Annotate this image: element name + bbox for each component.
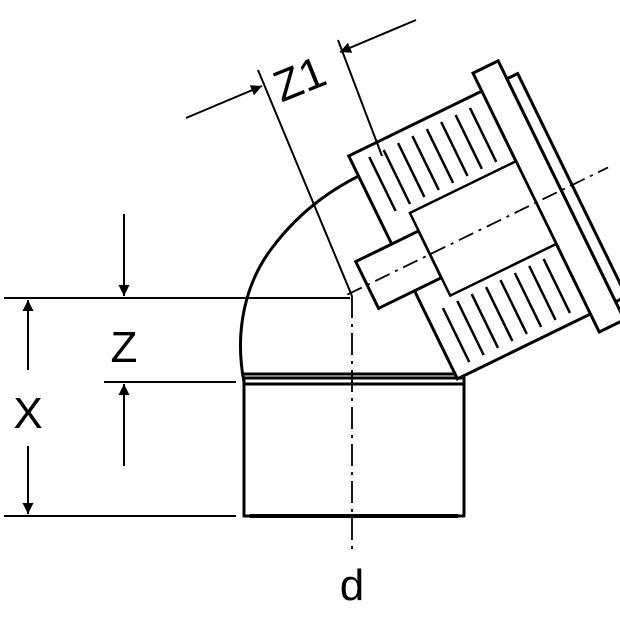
label-x: X (13, 389, 42, 438)
spigot-end (242, 372, 466, 518)
label-z1: Z1 (267, 47, 333, 112)
reference-lines (4, 297, 350, 517)
z1-arrow-right (339, 19, 417, 53)
angled-socket (346, 58, 620, 381)
z1-extension-right (337, 39, 383, 157)
spigot-body (242, 376, 466, 518)
socket-ribs-lower (441, 258, 572, 363)
socket-center-line (346, 166, 609, 296)
z1-arrow-left (185, 85, 263, 119)
label-z: Z (111, 323, 138, 372)
label-d: d (340, 561, 364, 610)
z1-dimension (185, 19, 417, 297)
socket-ribs-upper (368, 107, 498, 212)
z1-extension-left (257, 69, 353, 297)
bend-outer-curve (238, 164, 382, 384)
